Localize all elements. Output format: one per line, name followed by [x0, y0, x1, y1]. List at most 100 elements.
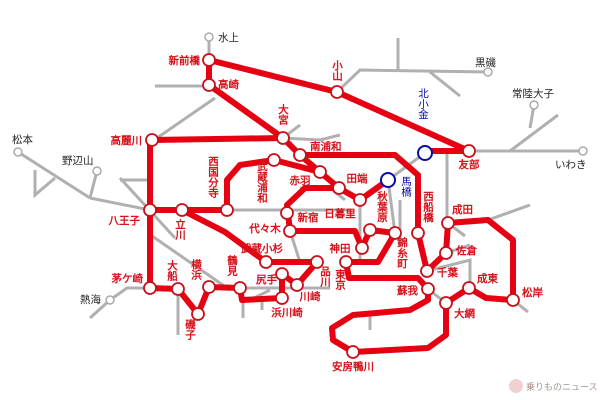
station-marker-komagawa [145, 133, 159, 147]
station-marker-kitakogane [417, 145, 433, 161]
station-marker-nobeyama [92, 166, 102, 176]
other-line [156, 96, 216, 140]
station-label-oyama: 小山 [331, 59, 343, 82]
station-label-yokohama: 横浜 [190, 258, 202, 281]
station-marker-minamiurawa [293, 148, 307, 162]
station-marker-chiba [420, 264, 434, 278]
other-line [509, 113, 559, 153]
station-marker-awakamogawa [346, 345, 360, 359]
station-label-omiya: 大宮 [277, 103, 289, 126]
highlight-label-mabashi: 馬橋 [400, 176, 412, 198]
station-marker-ofuna [171, 282, 185, 296]
route-line [179, 207, 320, 265]
route-line [317, 169, 391, 203]
station-marker-naruto [462, 281, 476, 295]
station-label-musashiurawa: 武蔵浦和 [256, 160, 268, 204]
station-label-shinmaebashi: 新前橋 [169, 54, 201, 67]
station-label-iwaki: いわき [555, 159, 587, 171]
station-label-nippori: 日暮里 [324, 207, 356, 220]
station-label-tachikawa: 立川 [174, 218, 186, 241]
other-line [426, 258, 472, 288]
station-marker-nippori [353, 193, 367, 207]
station-marker-shitte [275, 267, 289, 281]
station-label-akihabara: 秋葉原 [376, 190, 388, 223]
station-marker-hachioji [143, 203, 157, 217]
station-label-hachioji: 八王子 [108, 215, 141, 227]
station-marker-chigasaki [143, 281, 157, 295]
station-label-kuroiso: 黒磯 [475, 56, 496, 69]
station-label-chiba: 千葉 [437, 266, 458, 279]
station-label-isogo: 磯子 [184, 318, 196, 341]
station-label-nishifunabashi: 西船橋 [422, 191, 434, 223]
other-line [335, 68, 489, 94]
station-label-tsurumi: 鶴見 [226, 254, 238, 277]
station-marker-omiya [276, 131, 290, 145]
station-label-kawasaki: 川崎 [299, 290, 321, 303]
station-label-takasaki: 高崎 [218, 78, 239, 91]
other-line [17, 150, 91, 200]
station-marker-sakura [439, 246, 453, 260]
station-label-tokyo: 東京 [334, 268, 346, 291]
station-label-minakami: 水上 [218, 32, 239, 44]
station-marker-kinshicho [388, 226, 402, 240]
station-marker-soga [421, 282, 435, 296]
station-marker-matsugishi [506, 293, 520, 307]
station-marker-kuroiso [483, 67, 493, 77]
station-label-yoyogi: 代々木 [248, 222, 281, 235]
station-marker-tokyo [339, 255, 353, 269]
station-marker-nishifunabashi [411, 226, 425, 240]
station-marker-tomobe [462, 144, 476, 158]
station-label-kinshicho: 錦糸町 [396, 236, 408, 269]
stations [13, 32, 588, 359]
station-marker-tsurumi [233, 281, 247, 295]
other-line [386, 179, 397, 234]
station-label-shinjuku: 新宿 [298, 211, 319, 224]
station-label-nobeyama: 野辺山 [62, 155, 94, 167]
station-label-tomobe: 友部 [458, 158, 480, 171]
station-marker-iwaki [578, 146, 588, 156]
station-marker-shinmaebashi [202, 53, 216, 67]
station-label-musashikosugi: 武蔵小杉 [241, 242, 283, 255]
station-marker-tachikawa [175, 203, 189, 217]
route-line [149, 135, 286, 143]
station-marker-akabane [313, 165, 327, 179]
station-marker-narita [441, 216, 455, 230]
other-line [282, 133, 341, 142]
station-label-shitte: 尻手 [256, 273, 277, 286]
station-label-hamakawasaki: 浜川崎 [271, 306, 303, 319]
other-line [429, 70, 461, 98]
station-marker-tabata [332, 181, 346, 195]
station-label-sakura: 佐倉 [455, 244, 477, 257]
other-line [109, 286, 150, 302]
highlight-label-kitakogane: 北小金 [417, 88, 429, 120]
route-line [329, 217, 516, 355]
station-label-ofuna: 大船 [166, 259, 178, 282]
station-marker-kawasaki [290, 278, 304, 292]
station-label-naruto: 成東 [477, 272, 498, 285]
station-label-hitachidaigo: 常陸大子 [512, 87, 554, 100]
station-labels: 水上松本野辺山熱海黒磯常陸大子いわき新前橋高崎大宮小山友部高麗川八王子立川西国分… [12, 32, 587, 373]
station-marker-nishikokubunji [220, 203, 234, 217]
station-marker-hitachidaigo [529, 100, 539, 110]
route-line [297, 152, 430, 274]
station-label-minamiurawa: 南浦和 [310, 140, 342, 153]
station-marker-minakami [204, 32, 214, 42]
watermark-text: 乗りものニュース [526, 381, 598, 393]
station-label-awakamogawa: 安房鴨川 [332, 360, 374, 373]
other-line [151, 234, 231, 292]
station-marker-matsumoto [13, 147, 23, 157]
station-label-soga: 蘇我 [396, 284, 418, 297]
station-marker-hamakawasaki [275, 291, 289, 305]
station-label-oami: 大網 [454, 307, 475, 320]
other-line [487, 203, 531, 222]
station-marker-isogo [191, 307, 205, 321]
station-marker-kanda [355, 241, 369, 255]
watermark-logo: 乗りものニュース [509, 379, 598, 393]
station-label-komagawa: 高麗川 [111, 134, 143, 147]
station-label-akabane: 赤羽 [290, 174, 311, 187]
station-label-matsumoto: 松本 [12, 133, 33, 146]
station-label-kanda: 神田 [330, 242, 351, 255]
station-label-tabata: 田端 [347, 172, 368, 185]
station-label-matsugishi: 松岸 [522, 286, 543, 299]
